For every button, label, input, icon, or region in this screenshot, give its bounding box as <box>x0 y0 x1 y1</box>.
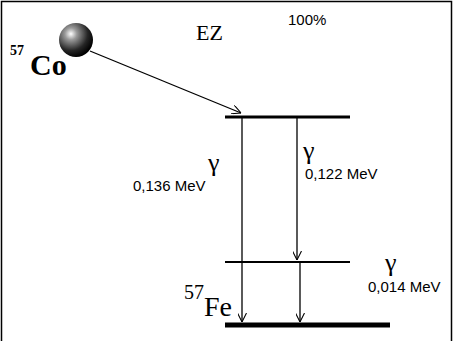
gamma-arrow <box>299 263 300 322</box>
gamma-arrow <box>241 118 242 322</box>
branching-ratio: 100% <box>288 12 326 27</box>
ground-level <box>225 323 390 328</box>
capture-arrow <box>90 51 241 113</box>
gamma-symbol: γ <box>208 150 220 176</box>
energy-label: 0,136 MeV <box>133 178 206 193</box>
decay-mode: EZ <box>196 22 223 44</box>
gamma-arrow <box>296 118 297 260</box>
energy-label: 0,122 MeV <box>305 166 378 181</box>
element-symbol: Fe <box>204 293 232 321</box>
element-symbol: Co <box>30 50 67 80</box>
energy-label: 0,014 MeV <box>368 279 441 294</box>
mass-number: 57 <box>10 44 24 58</box>
gamma-symbol: γ <box>385 250 397 276</box>
mass-number: 57 <box>184 282 204 302</box>
excited-level <box>225 116 350 119</box>
gamma-symbol: γ <box>303 138 315 164</box>
middle-level <box>225 261 350 263</box>
